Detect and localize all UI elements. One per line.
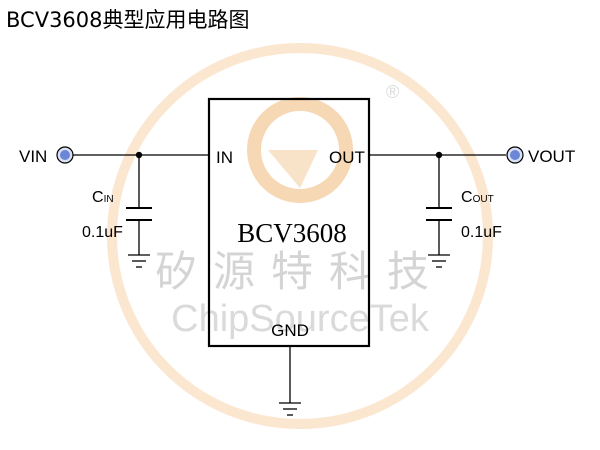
chip-name: BCV3608 [237, 218, 347, 248]
cin-value: 0.1uF [82, 224, 123, 241]
ground-symbol-chip [279, 402, 301, 416]
watermark-logo-ring [247, 97, 353, 203]
pin-out-label: OUT [329, 148, 365, 167]
vout-terminal [506, 146, 524, 164]
vout-label: VOUT [528, 147, 575, 166]
vin-terminal [56, 146, 74, 164]
ground-symbol-cout [428, 254, 450, 268]
junction-dot-output [435, 151, 443, 159]
chip-body [207, 97, 371, 348]
cout-value: 0.1uF [461, 224, 502, 241]
vin-label: VIN [19, 147, 47, 166]
watermark-logo-mark [268, 150, 318, 188]
cin-label: CIN [92, 189, 114, 206]
cout-label: COUT [461, 189, 494, 206]
junction-dot-input [135, 151, 143, 159]
watermark-outer-ring [107, 43, 493, 429]
pin-gnd-label: GND [271, 321, 309, 340]
watermark: ® 矽源特科技 ChipSourceTek [107, 43, 493, 429]
watermark-registered-mark: ® [386, 82, 399, 102]
pin-in-label: IN [216, 148, 233, 167]
watermark-english-text: ChipSourceTek [171, 298, 430, 340]
capacitor-output [426, 207, 452, 221]
ground-symbol-cin [128, 254, 150, 268]
diagram-title: BCV3608典型应用电路图 [6, 8, 250, 32]
capacitor-input [126, 207, 152, 221]
watermark-chinese-text: 矽源特科技 [155, 247, 445, 296]
